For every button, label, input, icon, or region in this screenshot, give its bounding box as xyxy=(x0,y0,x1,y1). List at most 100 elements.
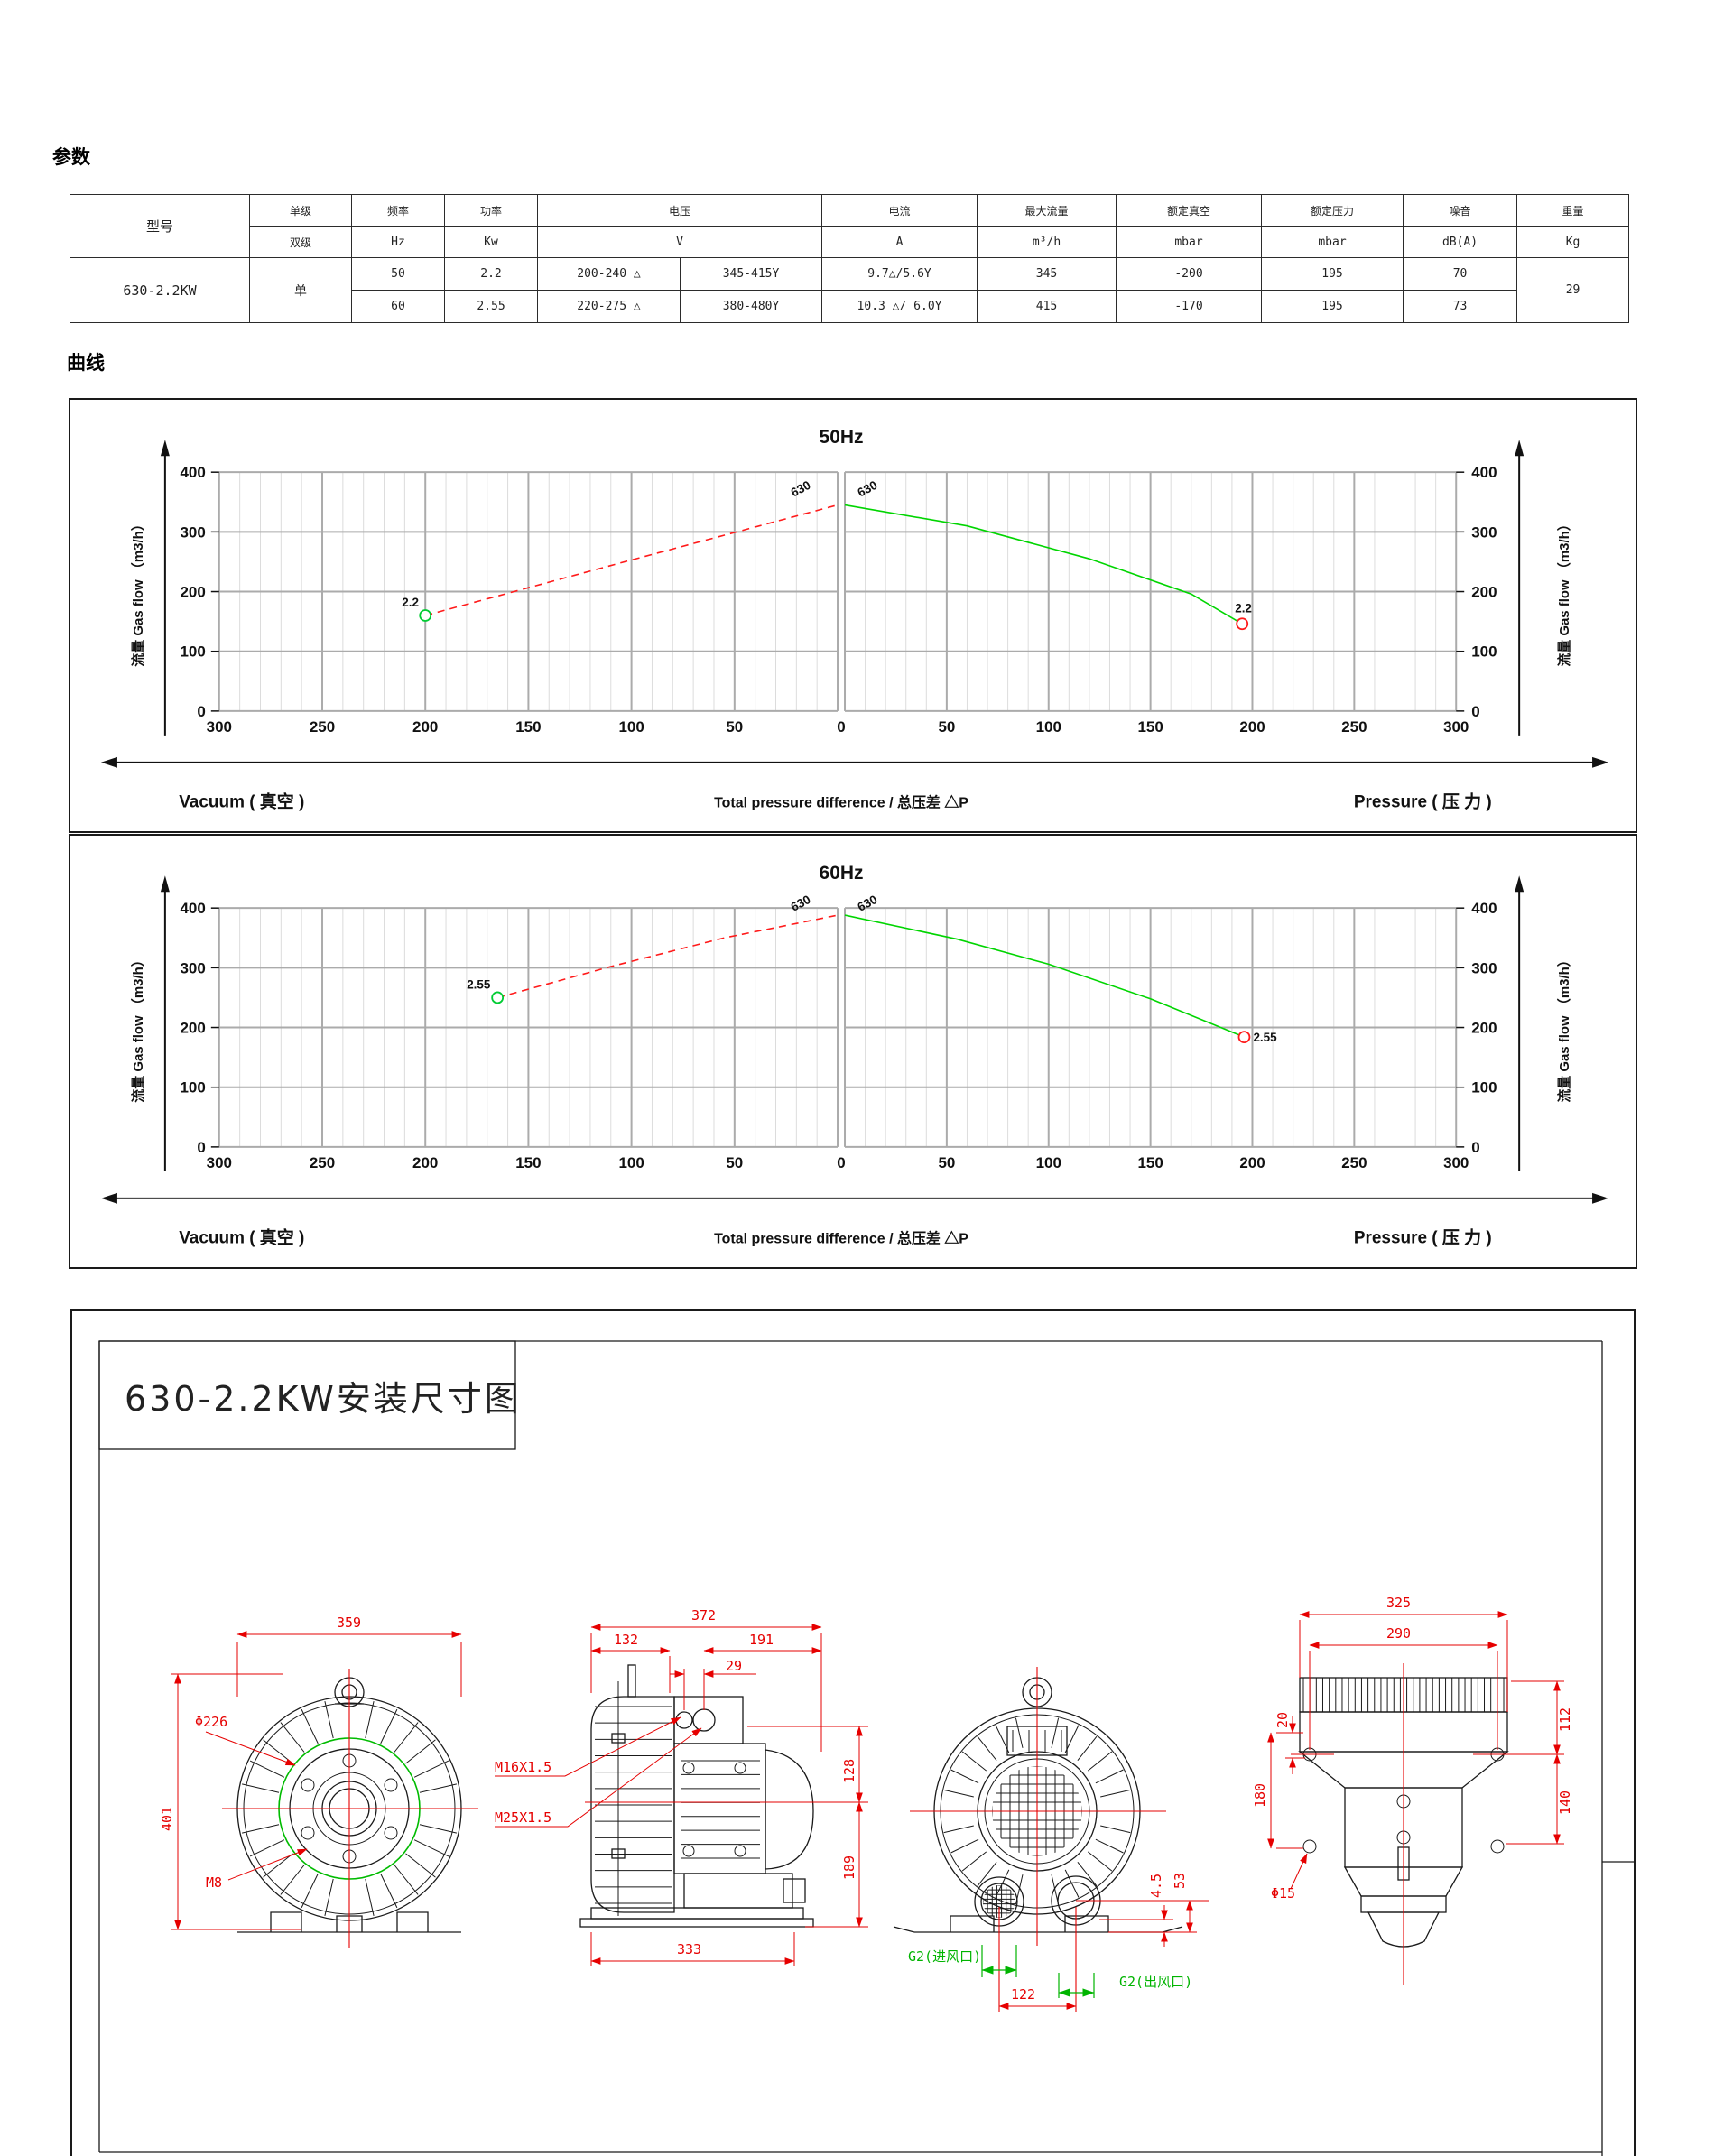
svg-text:0: 0 xyxy=(197,1139,205,1156)
cell-vstar-60: 380-480Y xyxy=(679,290,823,323)
svg-text:150: 150 xyxy=(1137,1154,1163,1171)
sheet-title-box xyxy=(98,1340,516,1450)
dim-top-upper: 112 xyxy=(1557,1707,1573,1732)
col-model-header: 型号 xyxy=(70,194,250,258)
svg-text:630: 630 xyxy=(789,478,813,500)
top-view-drawing: 325 290 112 140 180 20 Φ15 xyxy=(1252,1595,1573,1985)
svg-text:300: 300 xyxy=(181,523,206,541)
label-outlet-g2: G2(出风口) xyxy=(1119,1974,1192,1990)
svg-text:0: 0 xyxy=(1471,703,1479,720)
unit-weight: Kg xyxy=(1516,226,1630,258)
dim-top-left-height: 180 xyxy=(1252,1783,1268,1808)
svg-text:150: 150 xyxy=(1137,718,1163,736)
dim-top-total: 325 xyxy=(1386,1595,1411,1611)
cell-noise-60: 73 xyxy=(1403,290,1518,323)
svg-text:0: 0 xyxy=(1471,1139,1479,1156)
svg-text:100: 100 xyxy=(181,1079,206,1097)
unit-pressure: mbar xyxy=(1261,226,1404,258)
svg-text:200: 200 xyxy=(412,718,438,736)
unit-vacuum: mbar xyxy=(1116,226,1263,258)
dim-front-height: 401 xyxy=(159,1807,175,1831)
svg-text:200: 200 xyxy=(181,1020,206,1037)
unit-maxflow: m³/h xyxy=(977,226,1117,258)
cell-power-60: 2.55 xyxy=(444,290,538,323)
svg-text:250: 250 xyxy=(310,718,335,736)
col-maxflow: 最大流量 xyxy=(977,194,1117,227)
mount-hole-15 xyxy=(1302,1839,1317,1854)
svg-text:300: 300 xyxy=(181,959,206,976)
dim-top-flange: 290 xyxy=(1386,1625,1411,1642)
svg-text:630: 630 xyxy=(856,478,880,500)
sheet-title: 630-2.2KW安装尺寸图 xyxy=(125,1379,522,1419)
svg-text:630: 630 xyxy=(789,893,813,914)
unit-current: A xyxy=(821,226,978,258)
svg-text:100: 100 xyxy=(1036,718,1061,736)
col-current: 电流 xyxy=(821,194,978,227)
svg-text:50: 50 xyxy=(938,718,955,736)
svg-text:Vacuum ( 真空 ): Vacuum ( 真空 ) xyxy=(179,1227,304,1248)
svg-text:300: 300 xyxy=(207,718,232,736)
cell-vdelta-50: 200-240 △ xyxy=(537,257,681,291)
svg-text:200: 200 xyxy=(1239,1154,1265,1171)
svg-text:100: 100 xyxy=(181,643,206,661)
svg-text:200: 200 xyxy=(181,584,206,601)
svg-text:50: 50 xyxy=(726,1154,743,1171)
svg-text:300: 300 xyxy=(207,1154,232,1171)
cell-freq-50: 50 xyxy=(351,257,445,291)
svg-text:流量 Gas flow （m3/h）: 流量 Gas flow （m3/h） xyxy=(1556,517,1572,667)
unit-noise: dB(A) xyxy=(1403,226,1518,258)
parameters-table: 型号 单级 频率 功率 电压 电流 最大流量 额定真空 额定压力 噪音 重量 双… xyxy=(70,194,1630,323)
cell-current-60: 10.3 △/ 6.0Y xyxy=(821,290,978,323)
svg-text:100: 100 xyxy=(618,1154,644,1171)
sheet-inner-frame xyxy=(98,1340,1636,2156)
table-row-60hz: 60 2.55 220-275 △ 380-480Y 10.3 △/ 6.0Y … xyxy=(70,290,1629,323)
dim-front-width: 359 xyxy=(337,1615,361,1631)
cell-model: 630-2.2KW xyxy=(70,257,250,323)
dim-front-bolt: M8 xyxy=(206,1874,222,1891)
dim-top-hole: Φ15 xyxy=(1271,1885,1295,1902)
svg-text:200: 200 xyxy=(1471,584,1497,601)
svg-text:300: 300 xyxy=(1443,718,1469,736)
dim-rear-foot-gap: 4.5 xyxy=(1148,1874,1164,1898)
svg-text:250: 250 xyxy=(310,1154,335,1171)
installation-drawing-svg: 630-2.2KW安装尺寸图 359 401 Φ xyxy=(70,1309,1636,2156)
cell-current-50: 9.7△/5.6Y xyxy=(821,257,978,291)
cable-gland-m16 xyxy=(675,1711,693,1729)
svg-text:400: 400 xyxy=(181,464,206,481)
dim-side-lower: 189 xyxy=(841,1855,857,1880)
unit-freq: Hz xyxy=(351,226,445,258)
cable-gland-m25 xyxy=(692,1708,716,1732)
col-weight: 重量 xyxy=(1516,194,1630,227)
side-view-drawing: 372 132 191 29 M16X1.5 M25X1.5 128 189 3… xyxy=(495,1607,868,1966)
svg-text:50Hz: 50Hz xyxy=(820,427,864,448)
dim-rear-port-spacing: 122 xyxy=(1011,1986,1035,2003)
cell-stage: 单 xyxy=(249,257,352,323)
motor-body xyxy=(673,1743,766,1874)
label-inlet-g2: G2(进风口) xyxy=(908,1948,981,1965)
col-noise: 噪音 xyxy=(1403,194,1518,227)
svg-text:300: 300 xyxy=(1471,523,1497,541)
svg-text:0: 0 xyxy=(197,703,205,720)
cell-weight: 29 xyxy=(1516,257,1630,323)
dim-side-fan: 132 xyxy=(614,1632,638,1648)
cell-vstar-50: 345-415Y xyxy=(679,257,823,291)
svg-text:200: 200 xyxy=(1239,718,1265,736)
dim-top-lower: 140 xyxy=(1557,1790,1573,1815)
svg-text:150: 150 xyxy=(515,718,541,736)
svg-text:150: 150 xyxy=(515,1154,541,1171)
table-header-row-2: 双级 Hz Kw V A m³/h mbar mbar dB(A) Kg xyxy=(70,226,1630,258)
section-title-parameters: 参数 xyxy=(52,147,90,168)
svg-text:0: 0 xyxy=(837,1154,845,1171)
svg-text:400: 400 xyxy=(1471,900,1497,917)
sheet-outer-frame xyxy=(70,1309,1636,2156)
svg-text:流量 Gas flow （m3/h）: 流量 Gas flow （m3/h） xyxy=(1556,953,1572,1103)
svg-text:100: 100 xyxy=(1471,643,1497,661)
svg-text:250: 250 xyxy=(1341,1154,1367,1171)
svg-text:200: 200 xyxy=(412,1154,438,1171)
front-view-drawing: 359 401 Φ226 M8 xyxy=(159,1615,478,1948)
unit-power: Kw xyxy=(444,226,538,258)
dim-front-circle: Φ226 xyxy=(195,1714,227,1730)
svg-text:100: 100 xyxy=(618,718,644,736)
